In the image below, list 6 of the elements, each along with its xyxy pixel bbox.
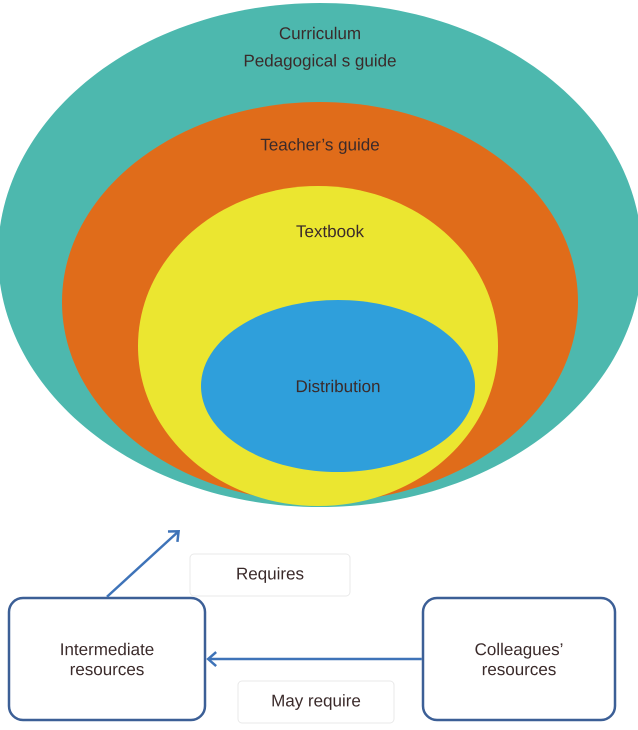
- arrow: [106, 530, 180, 598]
- resource-box: Colleagues’ resources: [422, 596, 616, 722]
- edge-label: May require: [238, 680, 394, 724]
- arrow: [206, 651, 422, 667]
- edge-label: Requires: [190, 554, 350, 596]
- resource-box: Intermediate resources: [8, 596, 206, 722]
